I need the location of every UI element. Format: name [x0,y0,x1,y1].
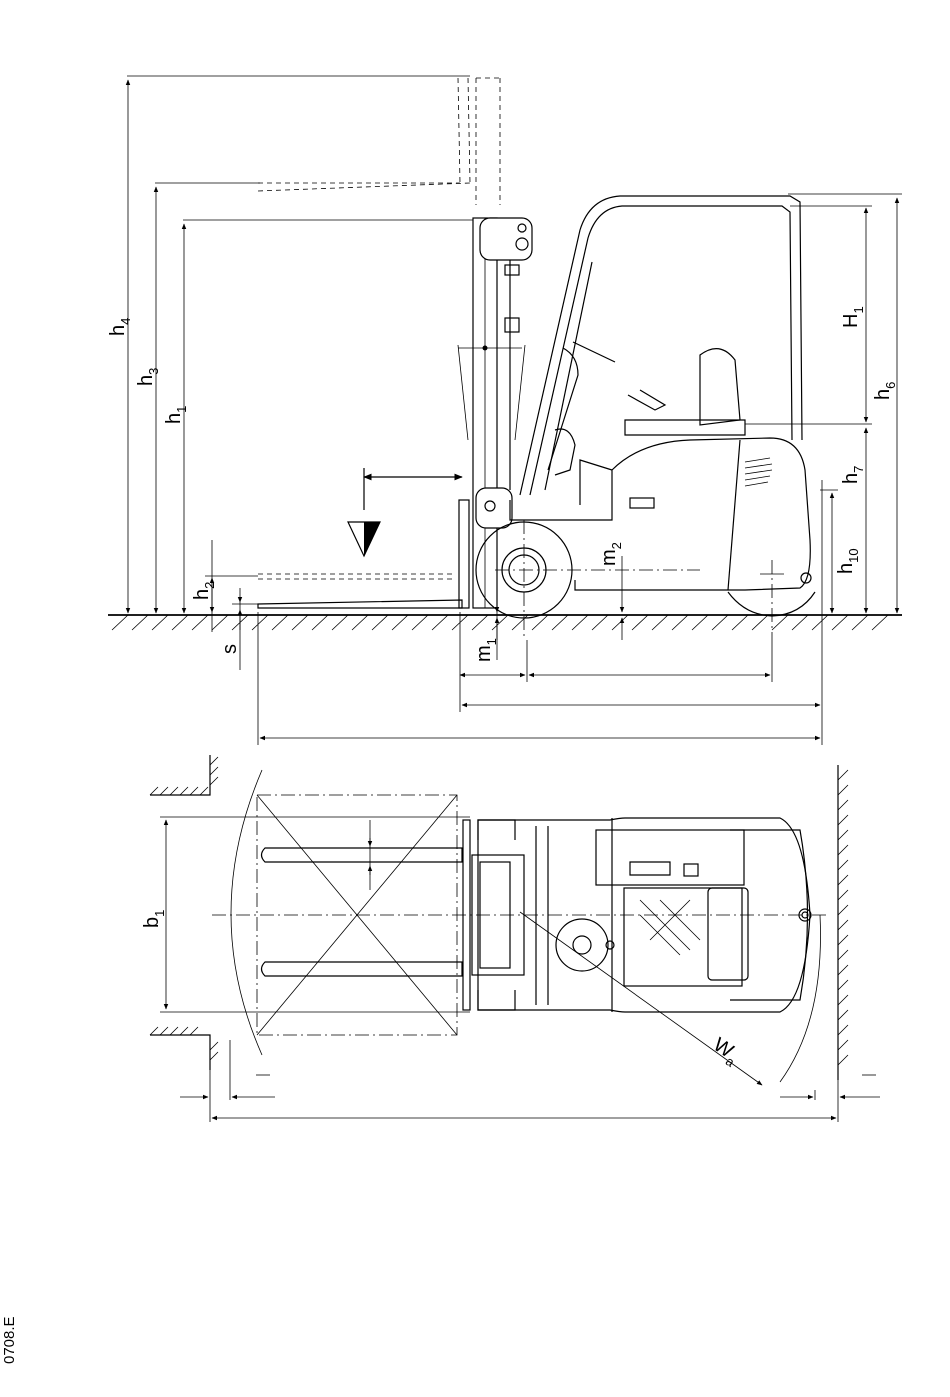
top-view: b1 Wa [141,755,880,1122]
rear-wheel [728,573,815,616]
overhead-guard [520,196,802,495]
side-view: h4 h3 h1 h2 s m1 m2 H1 h6 h7 h10 [107,76,902,745]
aisle-wall-right [838,765,848,1080]
label-Wa: Wa [707,1034,744,1070]
vent-grille [745,458,772,486]
label-h2: h2 [191,582,217,600]
steering-wheel-top [556,919,608,971]
seat-and-steering [548,342,745,475]
label-h1: h1 [163,406,189,424]
ground-line [108,615,902,630]
label-b1: b1 [141,910,167,928]
label-m2: m2 [598,542,624,566]
label-h10: h10 [835,548,861,574]
dimension-s [232,588,258,670]
load-center-marker [348,468,462,556]
label-H1: H1 [840,306,866,328]
label-s: s [219,644,241,654]
chassis [510,438,810,590]
raised-mast-outline [258,78,500,205]
dimension-h10 [820,490,838,613]
drawing-code: 0708.E [1,1316,18,1364]
label-h4: h4 [107,318,133,336]
label-h3: h3 [135,368,161,386]
label-h7: h7 [840,466,866,484]
truck-body-top [472,818,811,1012]
forks-top [262,848,463,976]
label-m1: m1 [473,638,499,662]
label-h6: h6 [872,382,898,400]
